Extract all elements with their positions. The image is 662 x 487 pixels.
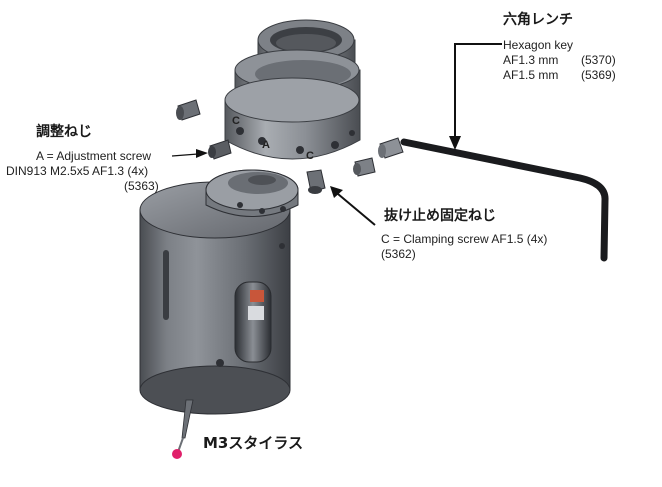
hexagon-key-title-en: Hexagon key	[503, 38, 574, 52]
hexagon-key-size-row-2: AF1.5 mm (5369)	[503, 68, 616, 83]
adjustment-screw-line2: DIN913 M2.5x5 AF1.3 (4x)	[6, 164, 149, 178]
upper-adapter	[224, 19, 361, 160]
m3-stylus	[172, 399, 194, 459]
clamping-screw-title-jp: 抜け止め固定ねじ	[384, 208, 496, 224]
clamping-screw-part-number: (5362)	[381, 247, 416, 261]
ring-mark-c-front: C	[306, 150, 314, 162]
hexagon-key-part-number: (5370)	[581, 53, 616, 67]
hexagon-key-size-row-1: AF1.3 mm (5370)	[503, 53, 616, 68]
adjustment-screw-part-number: (5363)	[124, 179, 159, 193]
hexagon-key-part-number: (5369)	[581, 68, 616, 82]
probe-body	[139, 169, 299, 415]
adjustment-screw-title-jp: 調整ねじ	[36, 124, 92, 140]
clamping-screw-front	[306, 169, 326, 194]
hexagon-key	[400, 138, 609, 262]
leader-lines	[171, 43, 502, 226]
adjustment-screw-left	[208, 139, 232, 160]
hexagon-key-size: AF1.3 mm	[503, 53, 559, 67]
ring-mark-c-left: C	[232, 115, 240, 127]
clamping-screw-right	[378, 137, 404, 159]
adjustment-screw-line1: A = Adjustment screw	[36, 149, 152, 163]
adjustment-screw-right	[353, 157, 376, 177]
hexagon-key-title-jp: 六角レンチ	[503, 12, 573, 28]
clamping-screw-line1: C = Clamping screw AF1.5 (4x)	[381, 232, 548, 246]
stylus-tip	[172, 449, 182, 459]
hexagon-key-size: AF1.5 mm	[503, 68, 559, 82]
clamping-screw-top-left	[176, 99, 201, 121]
stylus-label: M3スタイラス	[203, 434, 304, 452]
ring-mark-a: A	[262, 139, 270, 151]
